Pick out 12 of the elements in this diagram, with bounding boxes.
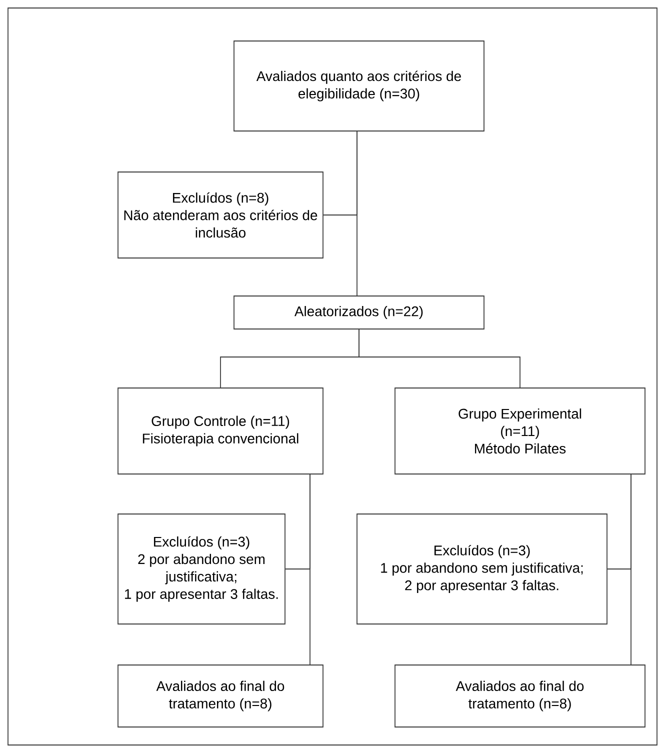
process-box: Avaliados ao final do tratamento (n=8)	[118, 664, 324, 728]
process-box: Excluídos (n=3) 2 por abandono sem justificativa; 1 por apresentar 3 faltas.	[118, 514, 286, 624]
connector-line	[358, 329, 520, 388]
process-box: Avaliados quanto aos critérios de elegibilidade (n=30)	[234, 40, 484, 132]
process-box: Grupo Controle (n=11) Fisioterapia convencional	[118, 388, 324, 474]
process-box: Excluídos (n=8) Não atenderam aos critérios de inclusão	[118, 172, 324, 258]
process-box: Grupo Experimental (n=11) Método Pilates	[394, 388, 646, 474]
connector-line	[356, 131, 358, 296]
process-box: Avaliados ao final do tratamento (n=8)	[394, 664, 646, 728]
process-box: Aleatorizados (n=22)	[234, 296, 484, 330]
process-box: Excluídos (n=3) 1 por abandono sem justificativa; 2 por apresentar 3 faltas.	[356, 514, 608, 624]
connector-line	[630, 474, 632, 665]
